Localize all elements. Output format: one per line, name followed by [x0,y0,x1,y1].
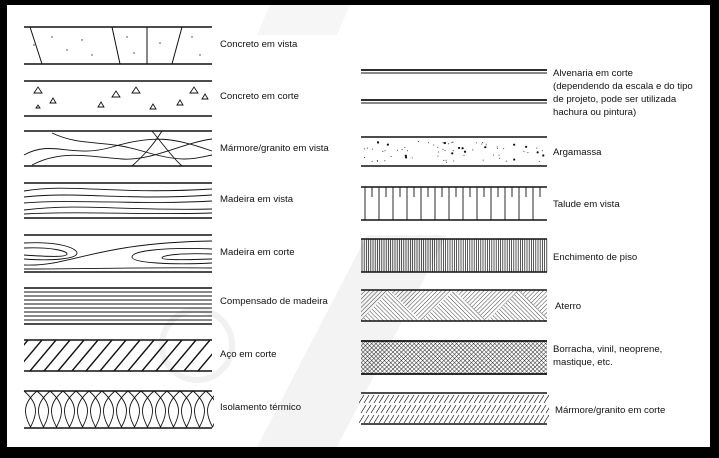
label-marmore-granito-em-corte: Mármore/granito em corte [555,405,666,416]
swatch-concreto-em-corte [24,80,212,117]
swatch-isolamento-termico [23,390,214,429]
swatch-madeira-em-corte [23,234,213,273]
label-borracha-vinil: Borracha, vinil, neoprene, mastique, etc… [553,344,663,368]
swatch-aterro [361,289,547,322]
legend-sheet: Concreto em vista Concreto em corte Márm… [7,5,710,447]
label-isolamento-termico: Isolamento térmico [220,402,302,413]
label-argamassa: Argamassa [553,147,602,158]
label-enchimento-de-piso: Enchimento de piso [553,252,638,263]
swatch-marmore-granito-em-vista [23,130,213,167]
label-concreto-em-vista: Concreto em vista [220,39,298,50]
swatch-argamassa [361,136,547,167]
label-aterro: Aterro [555,301,582,312]
swatch-aco-em-corte [24,339,212,372]
label-madeira-em-corte: Madeira em corte [220,247,295,258]
swatch-concreto-em-vista [24,26,212,65]
label-alvenaria-em-corte: Alvenaria em corte (dependendo da escala… [553,68,693,118]
label-compensado-de-madeira: Compensado de madeira [220,296,328,307]
swatch-madeira-em-vista [23,182,213,219]
swatch-talude-em-vista [361,186,547,221]
swatch-borracha-vinil [361,340,547,375]
label-aco-em-corte: Aço em corte [220,349,277,360]
label-marmore-granito-em-vista: Mármore/granito em vista [220,143,329,154]
swatch-enchimento-de-piso [361,238,548,273]
swatch-compensado-de-madeira [24,287,212,325]
label-madeira-em-vista: Madeira em vista [220,194,294,205]
label-talude-em-vista: Talude em vista [553,199,620,210]
swatch-alvenaria-em-corte [361,69,547,104]
label-concreto-em-corte: Concreto em corte [220,91,299,102]
swatch-marmore-granito-em-corte [359,392,549,425]
